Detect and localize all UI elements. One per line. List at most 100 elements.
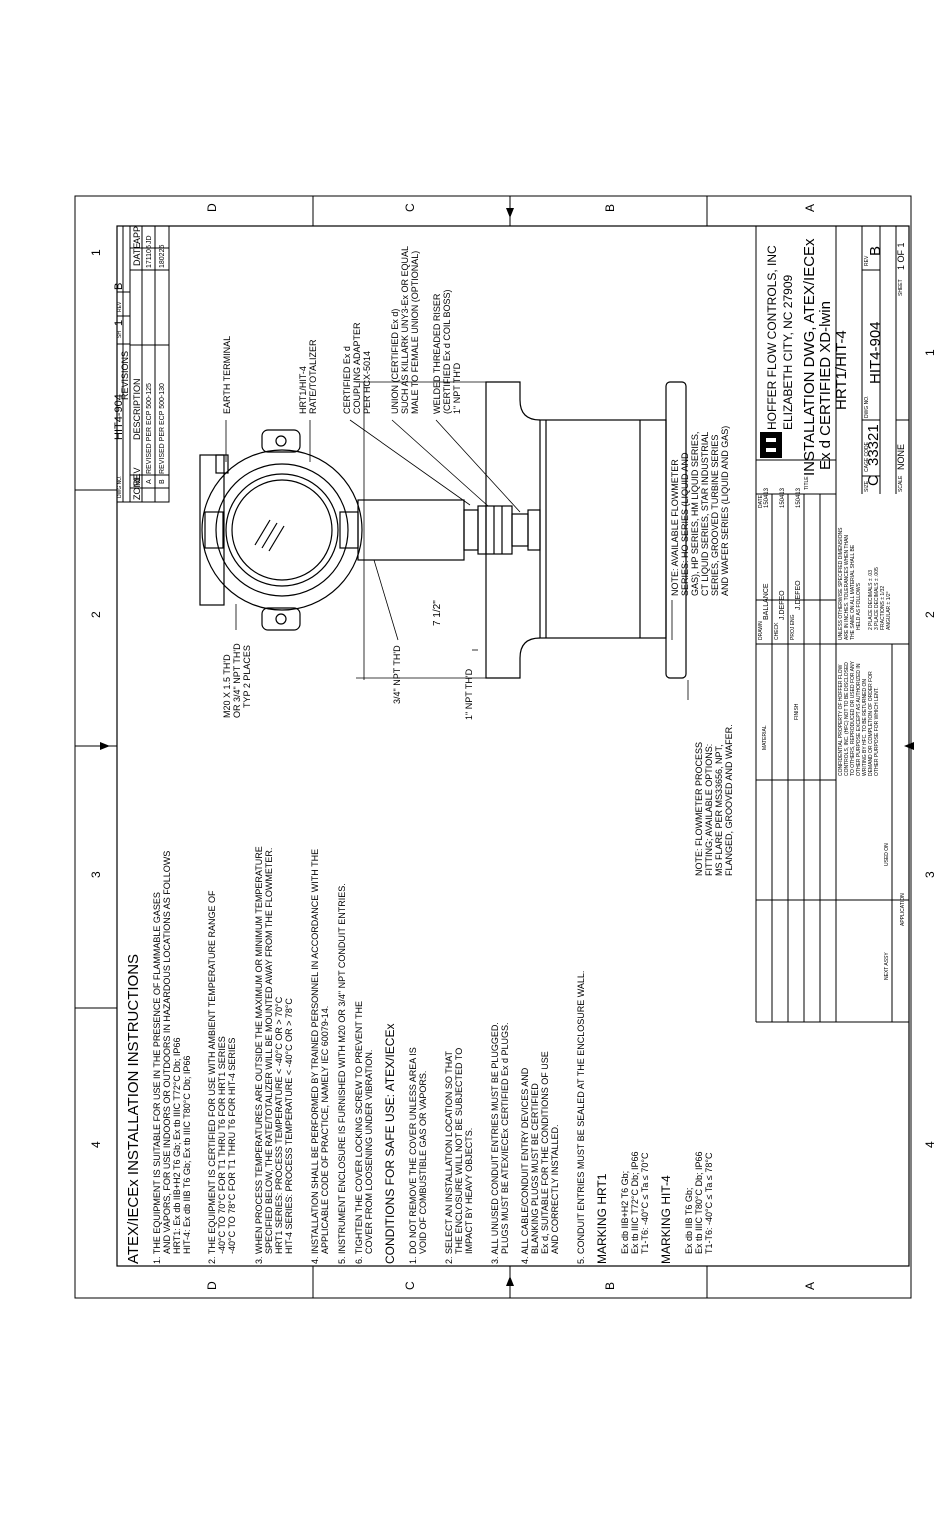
- zone-1-left: 1: [89, 249, 103, 256]
- note-line: APPLICABLE CODE OF PRACTICE, NAMELY IEC …: [320, 1006, 330, 1254]
- note-line: HRT1: Ex db IIB+H2 T6 Gb; Ex tb IIIC T72…: [172, 1038, 182, 1254]
- marking-hit4: MARKING HIT-4: [659, 1175, 673, 1264]
- confidential-line: OTHER PURPOSE FOR WHICH LENT.: [874, 687, 880, 776]
- earth-terminal-label: EARTH TERMINAL: [222, 336, 232, 414]
- flowmeter-note: NOTE: AVAILABLE FLOWMETER: [670, 459, 680, 596]
- confidential-line: DEMAND OR COMPLETION OF ORDER FOR: [868, 671, 874, 776]
- rev-row2-rev: B: [159, 479, 166, 484]
- tolerance-line: HELD AS FOLLOWS: [856, 582, 862, 630]
- zone-1-right: 1: [923, 349, 937, 356]
- adapter-label: CERTIFIED Ex d: [342, 346, 352, 414]
- rev-hdr-app: APP: [132, 226, 142, 244]
- tolerance-line: ARE IN INCHES. TOLERANCES WHEN THAN: [844, 535, 850, 640]
- tolerance-line: THE SAME ON ALL MATERIAL SHALL BE: [850, 544, 856, 640]
- rev-row1-desc: REVISED PER ECP 500-125: [146, 383, 153, 474]
- marking-hrt1: MARKING HRT1: [595, 1173, 609, 1264]
- note-line: 2. THE EQUIPMENT IS CERTIFIED FOR USE WI…: [207, 890, 217, 1264]
- confidential-line: CONTROLS, INC. (HFC) NOT TO BE DISCLOSED: [844, 662, 850, 776]
- company-name: HOFFER FLOW CONTROLS, INC: [765, 245, 779, 430]
- proj-value: J.DEFEO: [795, 580, 802, 610]
- tol-value: ANGULAR ± 1/2°: [886, 591, 892, 630]
- note-line: 4. INSTALLATION SHALL BE PERFORMED BY TR…: [310, 849, 320, 1264]
- tol-value: FRACTIONS ± 1/32: [880, 586, 886, 630]
- dwg-label: DWG NO.: [864, 396, 870, 419]
- flowmeter-body: [485, 381, 687, 679]
- hit4-line: Ex tb IIIC T80°C Db; IP66: [694, 1152, 704, 1254]
- rev-row1-rev: A: [146, 479, 153, 484]
- riser-label: WELDED THREADED RISER: [432, 293, 442, 414]
- app-table: [836, 644, 909, 1022]
- flowmeter-note: GAS), HP SERIES, HM LIQUID SERIES,: [690, 432, 700, 596]
- drawn-value: BALLANCE: [763, 583, 770, 620]
- sheet-value: 1 OF 1: [896, 242, 906, 270]
- zone-d-top: D: [205, 203, 219, 212]
- zone-3-left: 3: [89, 871, 103, 878]
- material-label: MATERIAL: [762, 725, 768, 750]
- zone-c-top: C: [403, 203, 417, 212]
- note-line: 3. WHEN PROCESS TEMPERATURES ARE OUTSIDE…: [254, 846, 264, 1264]
- sheet-label: SHEET: [898, 279, 904, 296]
- hit4-line: Ex db IIB T6 Gb;: [684, 1188, 694, 1254]
- safe-line: 1. DO NOT REMOVE THE COVER UNLESS AREA I…: [408, 1047, 418, 1264]
- note-line: SPECIFIED BELOW, THE RATE/TOTALIZER WILL…: [264, 848, 274, 1254]
- dimension-line: [356, 381, 486, 680]
- m20-label: OR 3/4" NPT TH'D: [232, 643, 242, 718]
- note-line: HIT-4: Ex db IIB T6 Gb; Ex tb IIIC T80°C…: [182, 1056, 192, 1254]
- safe-line: 5. CONDUIT ENTRIES MUST BE SEALED AT THE…: [576, 971, 586, 1264]
- safe-use-heading: CONDITIONS FOR SAFE USE: ATEX/IECEx: [383, 1024, 397, 1264]
- tol-value: 2 PLACE DECIMALS ± .03: [868, 570, 874, 630]
- note-line: AND VAPORS, FOR USE INDOORS OR OUTDOORS …: [162, 851, 172, 1254]
- tb-rev-label: REV: [864, 255, 870, 266]
- zone-c-bottom: C: [403, 1281, 417, 1290]
- application-label: APPLICATION: [900, 893, 906, 926]
- hrt1-line: Ex db IIB+H2 T6 Gb;: [620, 1171, 630, 1254]
- revision-block: DWG NO. HIT4-904 SH 1 REV B REVISIONS ZO…: [113, 225, 170, 503]
- safe-line: BLANKING PLUGS MUST BE CERTIFIED: [530, 1083, 540, 1254]
- zone-3-right: 3: [923, 871, 937, 878]
- rev-hdr-date: DATE: [132, 243, 142, 266]
- check-date: 150413: [780, 487, 786, 508]
- rate-label-1: HRT1/HIT-4: [298, 366, 308, 414]
- hrt1-line: T1-T6: -40°C ≤ Ta ≤ 70°C: [640, 1152, 650, 1254]
- adapter-label: COUPLING ADAPTER: [352, 322, 362, 414]
- tb-rev-value: B: [867, 246, 884, 256]
- npt34-label: 3/4" NPT TH'D: [392, 645, 402, 704]
- rev-rev-label: REV: [117, 301, 123, 312]
- title-label: TITLE: [804, 476, 810, 490]
- flowmeter-note: AND WAFER SERIES (LIQUID AND GAS): [720, 426, 730, 596]
- rev-row1-app: JD: [146, 235, 153, 244]
- used-on-label: USED ON: [884, 843, 890, 866]
- safe-line: VOID OF COMBUSTIBLE GAS OR VAPORS.: [418, 1071, 428, 1254]
- zone-4-right: 4: [923, 1141, 937, 1148]
- tolerance-line: UNLESS OTHERWISE SPECIFIED DIMENSIONS: [838, 527, 844, 640]
- dim-7-5: 7 1/2": [432, 600, 443, 626]
- flowmeter-note: SERIES: HO SERIES (LIQUID AND: [680, 452, 690, 596]
- hrt1-line: Ex tb IIIC T72°C Db; IP66: [630, 1152, 640, 1254]
- riser-label: (CERTIFIED Ex d COIL BOSS): [442, 289, 452, 414]
- drawing-title-2: Ex d CERTIFIED XD-lwin: [817, 301, 834, 470]
- fitting-note: FITTING; AVAILABLE OPTIONS:: [704, 744, 714, 876]
- zone-4-left: 4: [89, 1141, 103, 1148]
- npt1-label: 1" NPT TH'D: [464, 668, 474, 720]
- zone-b-top: B: [603, 204, 617, 212]
- confidential-line: CONFIDENTIAL PROPERTY OF HOFFER FLOW: [838, 664, 844, 776]
- fitting-note: MS FLARE PER MS33656, NPT,: [714, 744, 724, 876]
- cage-value: 33321: [865, 424, 882, 466]
- scale-value: NONE: [896, 444, 906, 470]
- drawn-label: DRAWN: [758, 621, 764, 640]
- rate-label-2: RATE/TOTALIZER: [308, 339, 318, 414]
- m20-label: M20 X 1.5 TH'D: [222, 654, 232, 718]
- riser-label: 1" NPT TH'D: [452, 362, 462, 414]
- note-line: HRT1 SERIES: PROCESS TEMPERATURE < -40°C…: [274, 996, 284, 1254]
- finish-label: FINISH: [794, 703, 800, 720]
- flowmeter-note: CT LIQUID SERIES, STAR INDUSTRIAL: [700, 432, 710, 596]
- zone-a-bottom: A: [803, 1282, 817, 1290]
- rev-row1-date: 171106: [146, 245, 153, 268]
- confidential-line: WRITING BY HFC. TO BE RETURNED ON: [862, 679, 868, 776]
- cage-label: CAGE CODE: [864, 441, 870, 472]
- leader-lines: [225, 419, 689, 700]
- rev-title: REVISIONS: [120, 351, 130, 400]
- drawing-title-3: HRT1/HIT-4: [833, 330, 850, 410]
- safe-line: 4. ALL CABLE/CONDUIT ENTRY DEVICES AND: [520, 1067, 530, 1264]
